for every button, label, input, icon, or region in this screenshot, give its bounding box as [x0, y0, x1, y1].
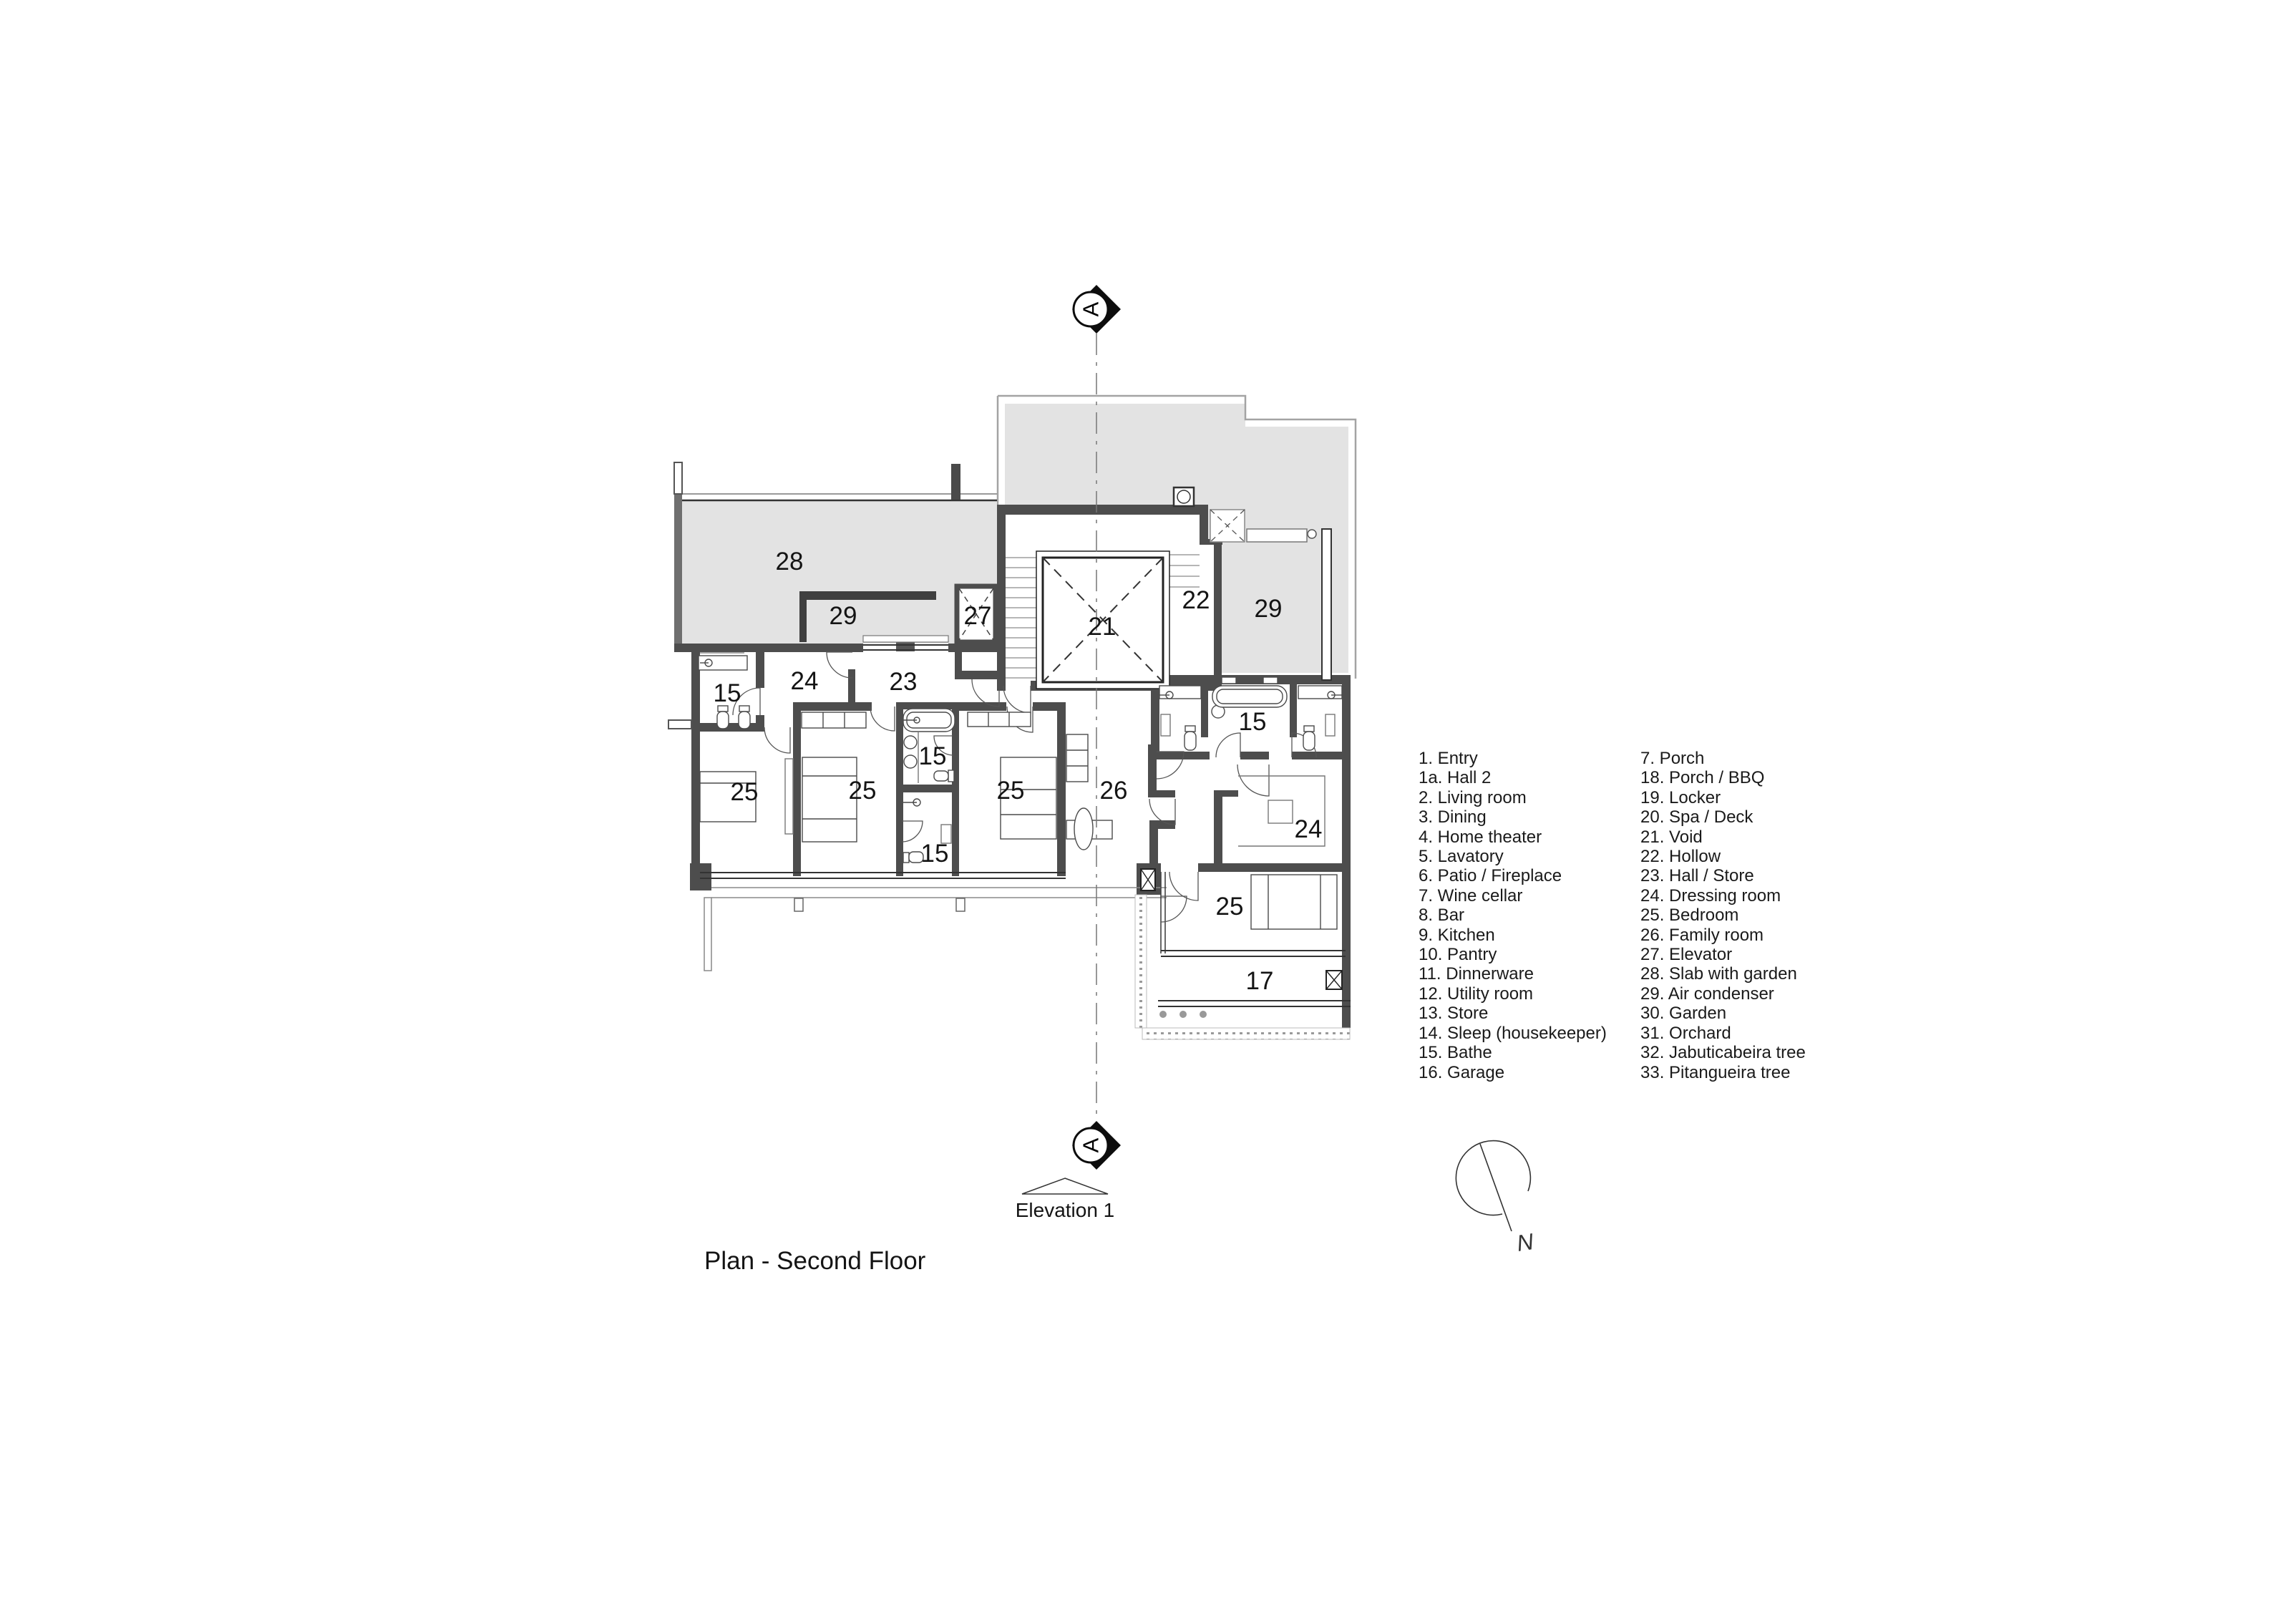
- toilet-icon: [933, 770, 955, 782]
- toilet-icon: [1184, 725, 1197, 751]
- legend-item: 6. Patio / Fireplace: [1419, 866, 1562, 886]
- legend-item: 11. Dinnerware: [1419, 964, 1534, 984]
- room-label-24-right: 24: [1295, 815, 1323, 843]
- room-label-28: 28: [776, 548, 804, 576]
- room-label-23: 23: [890, 668, 918, 696]
- skylight-box: [1210, 509, 1245, 543]
- legend-column-2: 7. Porch 18. Porch / BBQ 19. Locker 20. …: [1640, 749, 1806, 1082]
- legend-item: 30. Garden: [1640, 1004, 1727, 1024]
- legend-item: 10. Pantry: [1419, 945, 1497, 965]
- bed-icon: [699, 771, 757, 822]
- legend-item: 16. Garage: [1419, 1062, 1505, 1082]
- room-label-25-3: 25: [997, 777, 1025, 805]
- legend-item: 14. Sleep (housekeeper): [1419, 1023, 1607, 1043]
- legend-item: 1a. Hall 2: [1419, 768, 1492, 788]
- legend-item: 25. Bedroom: [1640, 906, 1739, 926]
- stair-core: [954, 486, 1245, 689]
- fixtures: [698, 652, 1343, 990]
- bed-icon: [802, 757, 857, 843]
- room-label-25-1: 25: [731, 778, 759, 806]
- toilet-icon: [738, 705, 751, 729]
- legend-column-1: 1. Entry 1a. Hall 2 2. Living room 3. Di…: [1419, 749, 1607, 1082]
- legend-item: 24. Dressing room: [1640, 885, 1781, 906]
- room-label-17: 17: [1246, 967, 1274, 995]
- room-label-26: 26: [1100, 777, 1128, 805]
- legend-item: 2. Living room: [1419, 787, 1527, 807]
- elevator-shaft: [954, 583, 998, 645]
- legend-item: 32. Jabuticabeira tree: [1640, 1043, 1806, 1063]
- legend-item: 28. Slab with garden: [1640, 964, 1797, 984]
- section-letter-top: A: [1079, 301, 1104, 316]
- room-label-15-left: 15: [714, 679, 741, 707]
- ac-box-icon: [1140, 868, 1156, 891]
- ac-box-icon: [1325, 970, 1343, 990]
- room-label-15-core-upper: 15: [919, 742, 947, 770]
- bed-icon: [1000, 757, 1057, 840]
- slab-garden-area: [673, 462, 997, 644]
- stair-treads: [1006, 554, 1200, 679]
- legend-item: 22. Hollow: [1640, 847, 1721, 867]
- toilet-icon: [903, 851, 924, 863]
- legend-item: 5. Lavatory: [1419, 847, 1504, 867]
- wardrobe-icon: [801, 712, 867, 729]
- legend-item: 33. Pitangueira tree: [1640, 1062, 1791, 1082]
- room-label-25-4: 25: [1216, 893, 1244, 921]
- legend-item: 19. Locker: [1640, 787, 1721, 807]
- void-shaft: [1036, 550, 1170, 689]
- legend-item: 7. Wine cellar: [1419, 885, 1523, 906]
- section-line: A A Elevation 1: [1016, 285, 1121, 1221]
- room-label-15-core-lower: 15: [921, 840, 949, 868]
- legend-item: 15. Bathe: [1419, 1043, 1492, 1063]
- terrace-outline: [996, 394, 1357, 679]
- legend-item: 29. Air condenser: [1640, 984, 1774, 1004]
- section-marker-bottom: A: [1072, 1121, 1121, 1170]
- section-letter-bottom: A: [1079, 1137, 1104, 1152]
- legend-item: 18. Porch / BBQ: [1640, 768, 1765, 788]
- room-label-21: 21: [1089, 613, 1117, 641]
- legend-item: 21. Void: [1640, 827, 1703, 847]
- bathtub-icon: [1212, 685, 1288, 708]
- table-icon: [1066, 807, 1113, 850]
- page-title: Plan - Second Floor: [704, 1247, 926, 1275]
- bathtub-icon: [903, 708, 955, 732]
- legend-item: 3. Dining: [1419, 807, 1487, 827]
- toilet-icon: [716, 705, 729, 729]
- room-label-27: 27: [964, 602, 992, 630]
- elevation-marker: Elevation 1: [1016, 1178, 1115, 1221]
- room-label-29-left: 29: [830, 602, 857, 630]
- legend-item: 27. Elevator: [1640, 945, 1733, 965]
- wardrobe-icon: [967, 712, 1031, 727]
- legend-item: 7. Porch: [1640, 749, 1705, 768]
- room-labels: 28 29 27 21 22 29 15 24 23 15 25 25 15 2…: [714, 548, 1323, 995]
- legend-item: 31. Orchard: [1640, 1023, 1731, 1043]
- room-label-29-right: 29: [1255, 595, 1283, 623]
- room-label-25-2: 25: [849, 777, 877, 805]
- north-arrow: N: [1455, 1140, 1536, 1256]
- bed-icon: [1250, 874, 1338, 930]
- elevation-label: Elevation 1: [1016, 1199, 1115, 1221]
- legend-item: 9. Kitchen: [1419, 925, 1495, 945]
- room-label-24-left: 24: [791, 667, 819, 695]
- toilet-icon: [1303, 725, 1315, 751]
- legend-item: 13. Store: [1419, 1004, 1489, 1024]
- legend-item: 8. Bar: [1419, 906, 1465, 926]
- legend-item: 20. Spa / Deck: [1640, 807, 1753, 827]
- legend-item: 12. Utility room: [1419, 984, 1534, 1004]
- section-marker-top: A: [1072, 285, 1121, 334]
- sink-icon: [903, 735, 918, 769]
- room-label-15-top-right: 15: [1239, 708, 1267, 736]
- legend-item: 4. Home theater: [1419, 827, 1542, 847]
- north-letter: N: [1515, 1228, 1536, 1256]
- legend-item: 23. Hall / Store: [1640, 866, 1754, 886]
- room-label-22: 22: [1182, 586, 1210, 614]
- sofa-icon: [1066, 734, 1089, 782]
- windows-and-balcony: [668, 528, 1351, 1040]
- chimney-box: [1172, 486, 1195, 508]
- legend-item: 26. Family room: [1640, 925, 1764, 945]
- legend-item: 1. Entry: [1419, 749, 1478, 768]
